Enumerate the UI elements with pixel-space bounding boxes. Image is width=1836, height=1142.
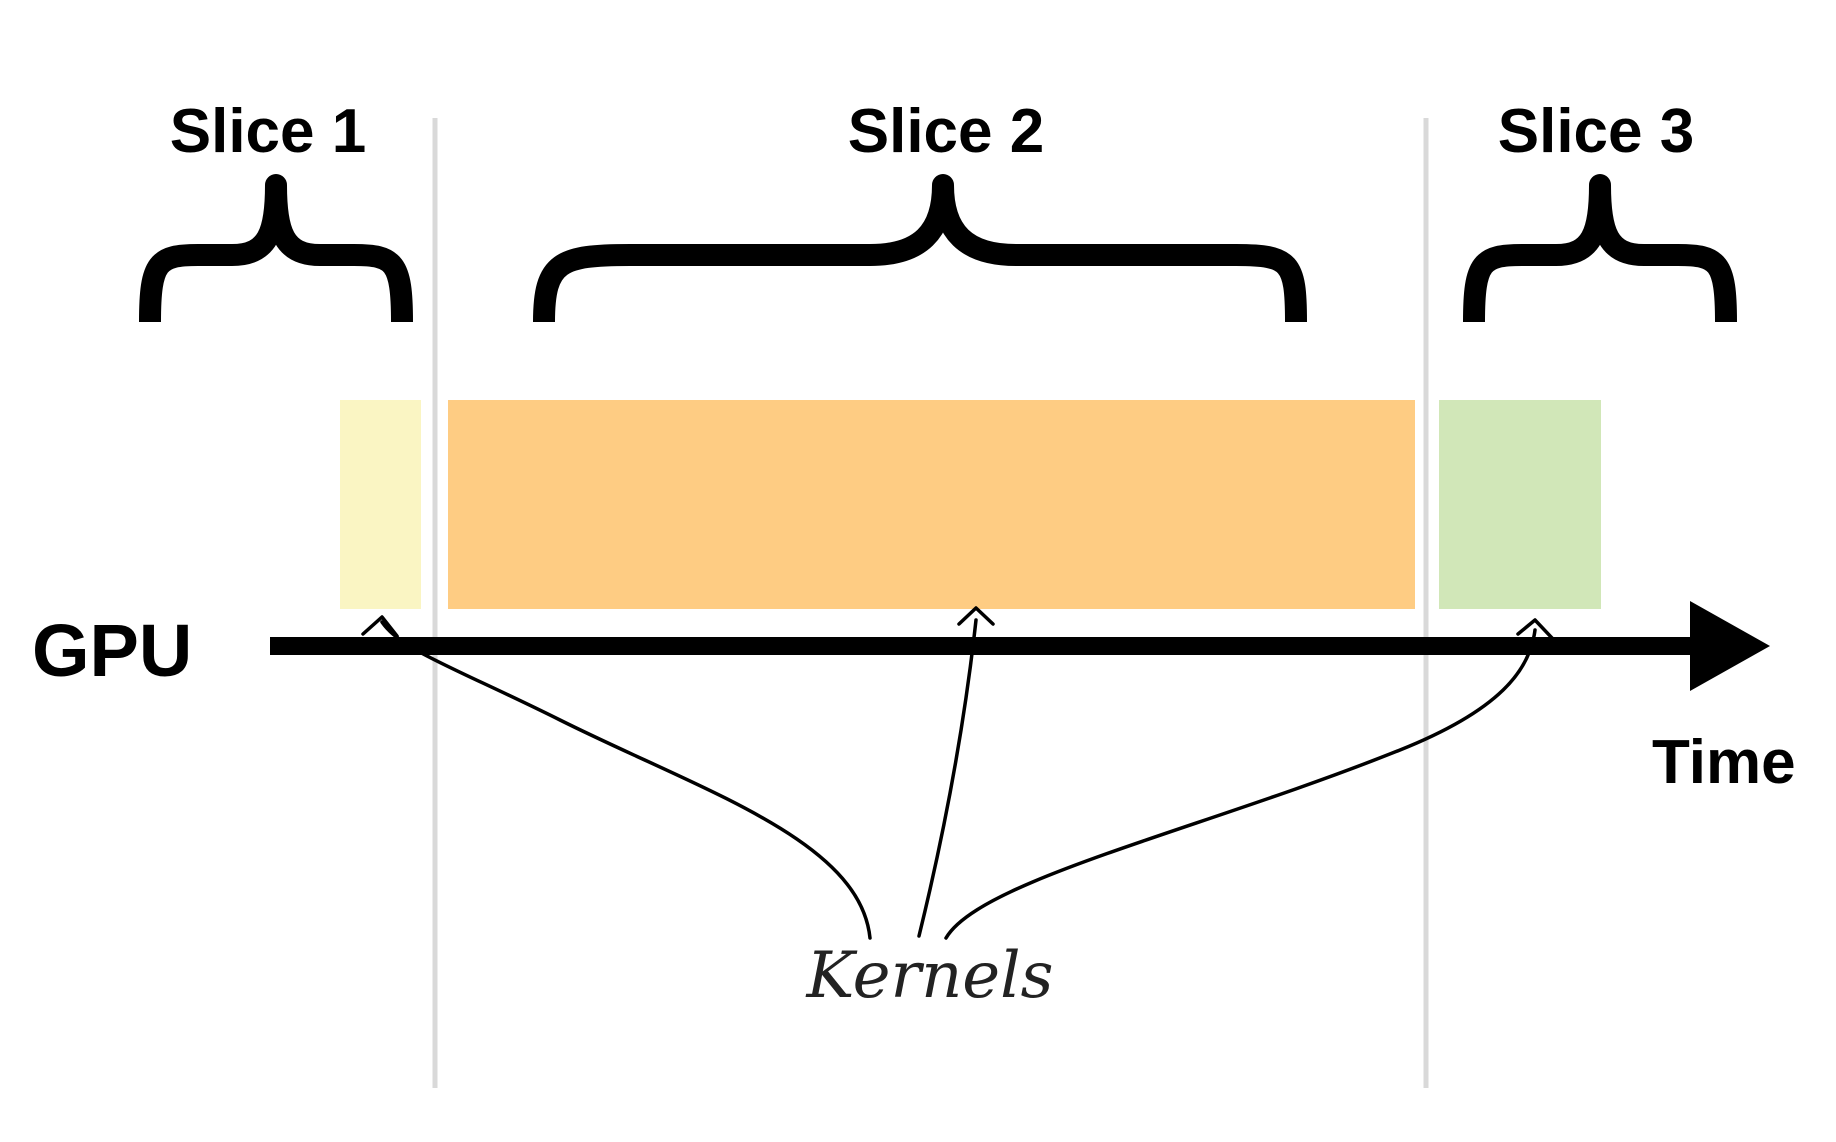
slice-2-kernel-block [448,400,1415,609]
slice-1-brace [139,174,413,323]
slice-1-title: Slice 1 [170,97,366,166]
slice-3-kernel-block [1439,400,1601,609]
kernel-pointer-curve-1 [380,620,872,940]
kernels-annotation: Kernels [806,939,1054,1013]
slice-3-brace [1463,174,1737,323]
slice-2-brace [533,174,1307,323]
kernel-pointer-curve-2 [917,618,978,938]
kernel-pointer-arrowhead-1 [361,615,399,638]
slice-3-title: Slice 3 [1498,97,1694,166]
kernel-pointer-arrowhead-2 [957,606,995,626]
time-axis-label: Time [1652,728,1796,797]
slice-1-kernel-block [340,400,421,609]
kernel-pointer-curve-3 [944,628,1537,940]
slice-2-title: Slice 2 [848,97,1044,166]
time-axis-arrowhead [1690,601,1770,691]
gpu-row-label: GPU [32,609,192,692]
kernel-pointer-arrowhead-3 [1516,618,1554,640]
